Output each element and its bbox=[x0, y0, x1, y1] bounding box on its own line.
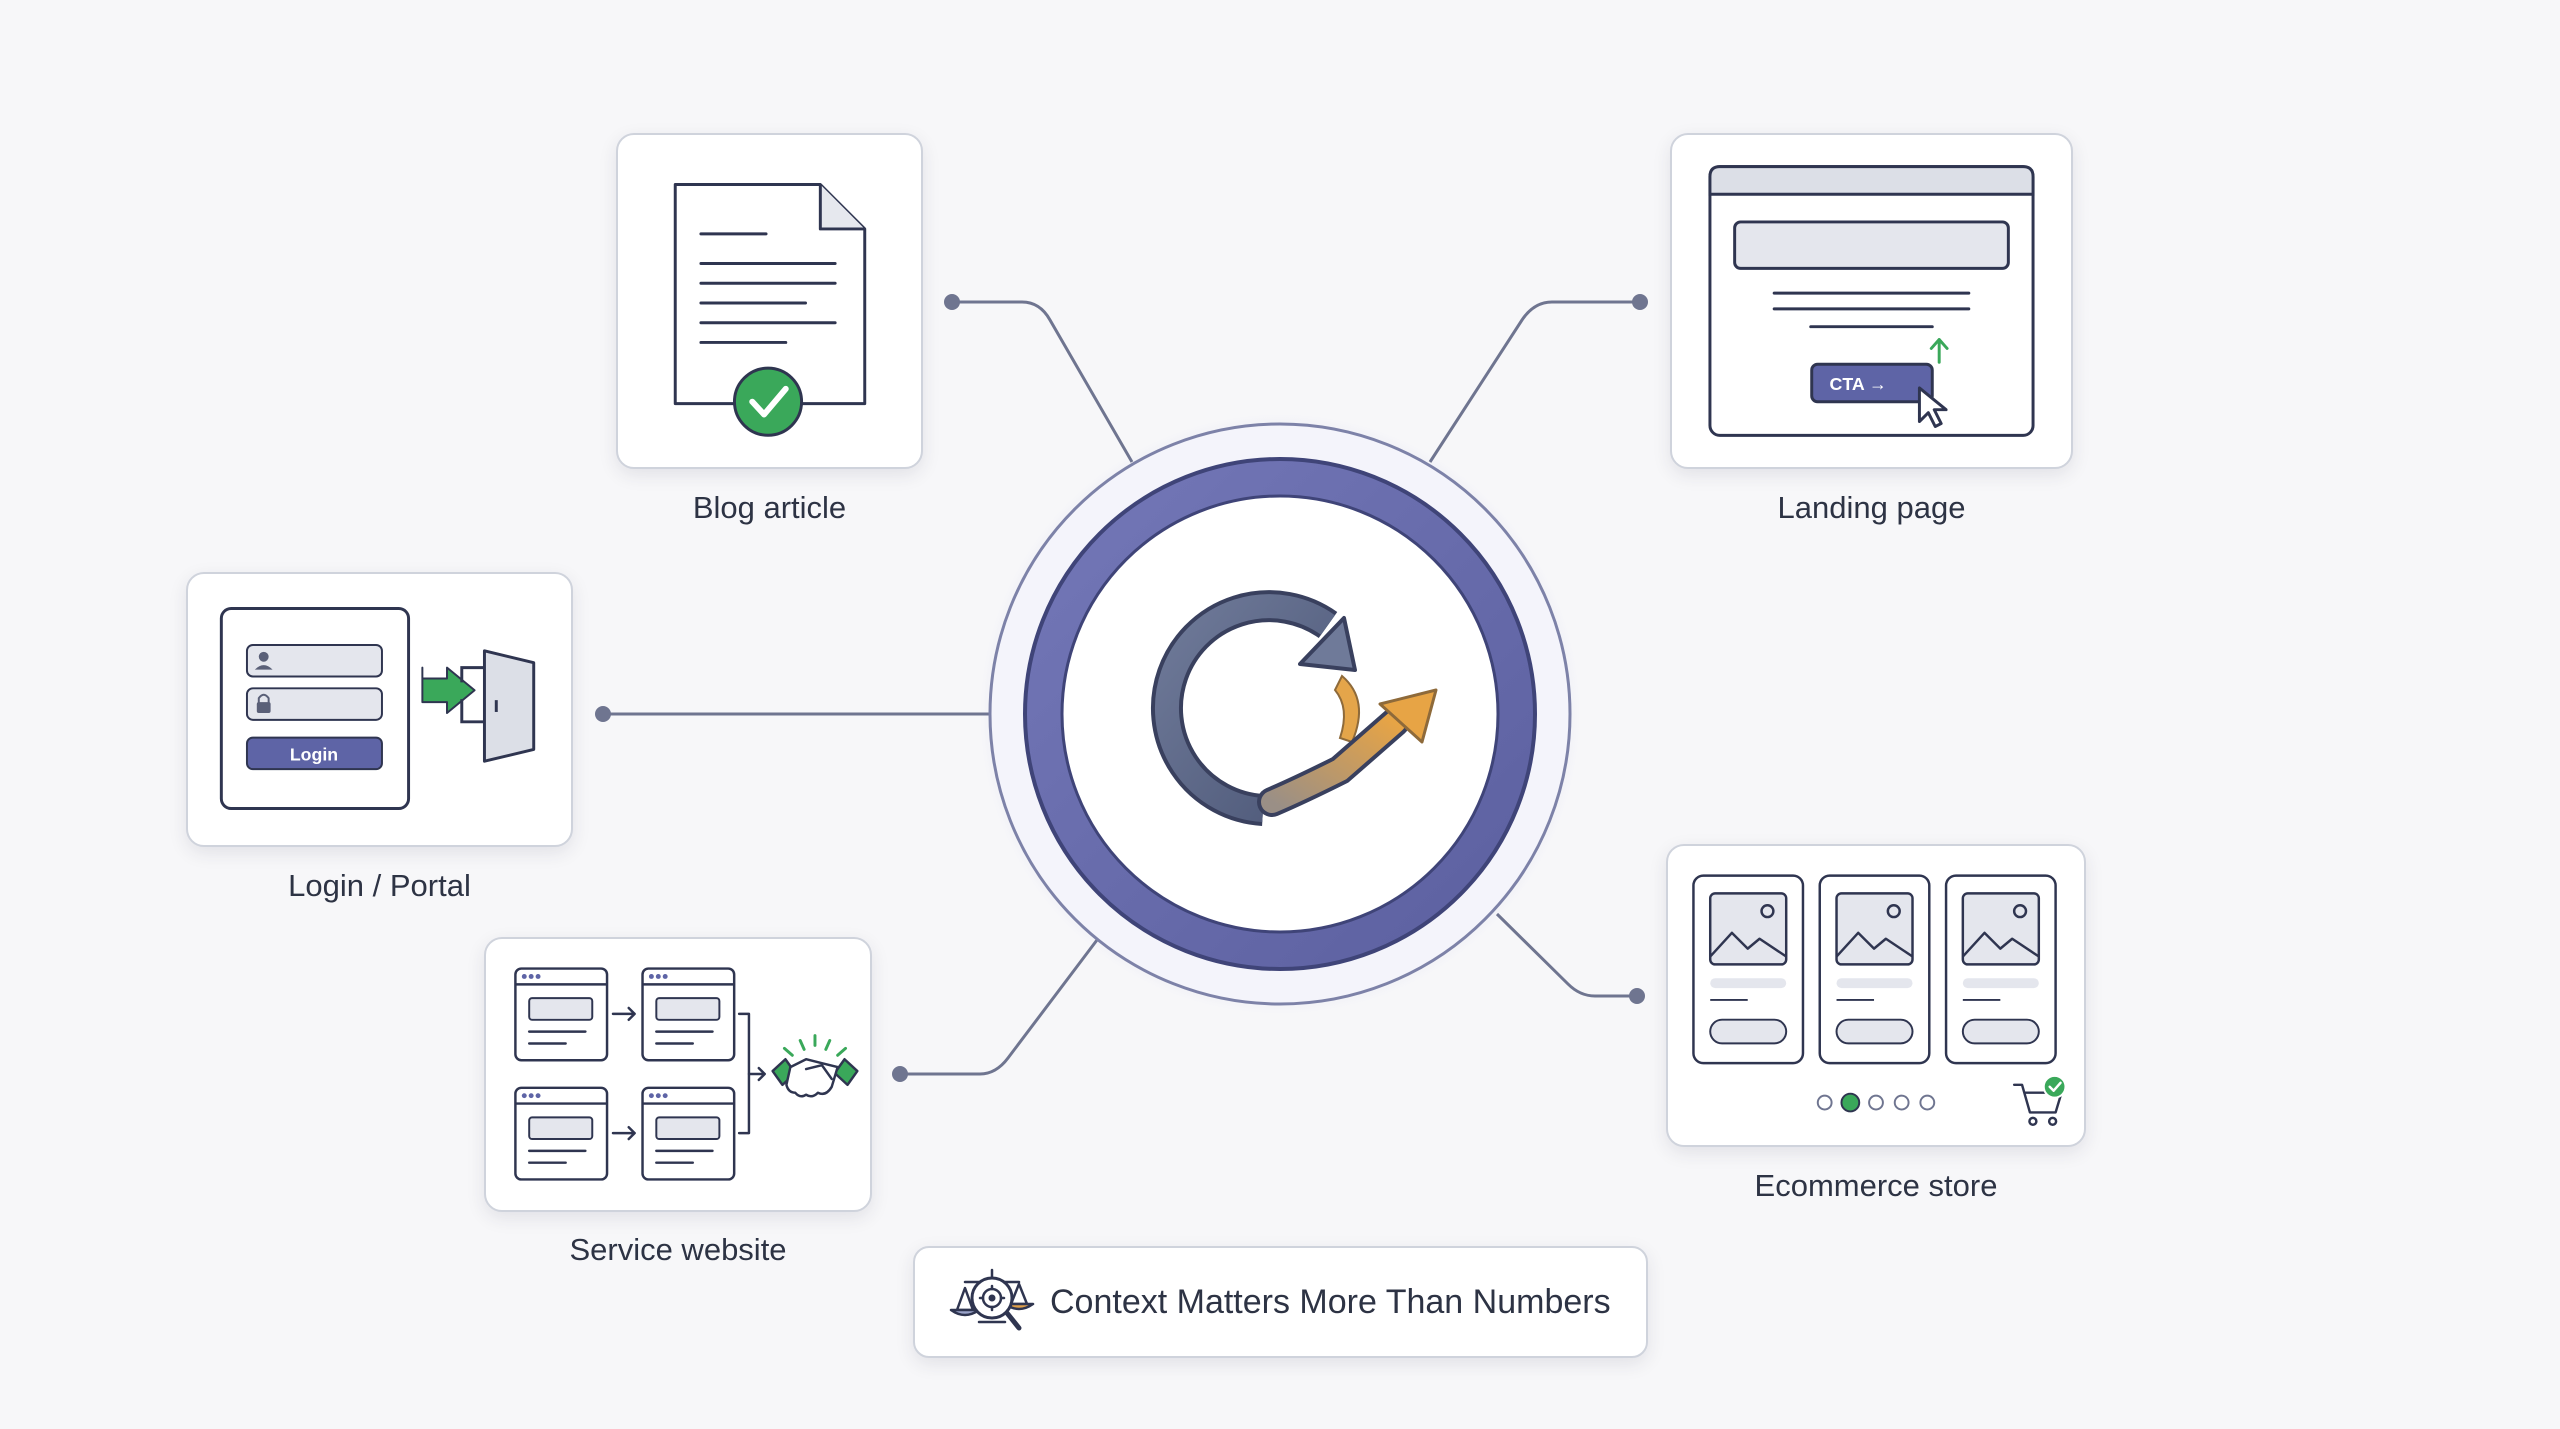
handshake-icon bbox=[771, 1034, 859, 1098]
blog-article-card[interactable] bbox=[616, 133, 923, 469]
workflow-handshake-icon bbox=[514, 967, 859, 1181]
document-check-icon bbox=[673, 183, 867, 437]
ecommerce-store-card[interactable] bbox=[1666, 844, 2086, 1147]
connector-dot-service bbox=[892, 1066, 908, 1082]
connector-ecommerce bbox=[1495, 912, 1637, 998]
landing-page-label: Landing page bbox=[1777, 490, 1966, 525]
caption-text: Context Matters More Than Numbers bbox=[1050, 1283, 1611, 1321]
connector-dot-ecommerce bbox=[1629, 988, 1645, 1004]
connector-service bbox=[900, 939, 1099, 1076]
product-tile-2 bbox=[1818, 874, 1931, 1065]
carousel-dots bbox=[1816, 1092, 1936, 1113]
connector-dot-blog bbox=[944, 294, 960, 310]
cta-button-label: CTA → bbox=[1830, 374, 1887, 394]
product-tile-3 bbox=[1944, 874, 2057, 1065]
service-website-label: Service website bbox=[569, 1232, 787, 1267]
product-grid-cart-icon bbox=[1692, 874, 2067, 1127]
connector-dots bbox=[595, 294, 1648, 1082]
connector-dot-login bbox=[595, 706, 611, 722]
hub bbox=[980, 414, 1580, 1014]
connector-blog bbox=[952, 300, 1134, 463]
caption-box: Context Matters More Than Numbers bbox=[913, 1246, 1648, 1358]
hub-inner-disc bbox=[1060, 494, 1500, 934]
connector-dot-landing bbox=[1632, 294, 1648, 310]
product-tile-1 bbox=[1692, 874, 1805, 1065]
landing-page-card[interactable]: CTA → bbox=[1670, 133, 2073, 469]
ecommerce-store-label: Ecommerce store bbox=[1754, 1168, 1998, 1203]
cycle-growth-arrow-icon bbox=[1151, 590, 1438, 826]
blog-article-label: Blog article bbox=[692, 490, 847, 525]
connector-landing bbox=[1428, 300, 1640, 463]
magnify-gear-scale-icon bbox=[949, 1268, 1035, 1331]
login-button-label: Login bbox=[290, 744, 338, 764]
login-portal-card[interactable]: Login bbox=[186, 572, 573, 847]
connector-lines bbox=[603, 300, 1640, 1076]
landing-page-cta-icon: CTA → bbox=[1708, 165, 2035, 437]
service-website-card[interactable] bbox=[484, 937, 872, 1212]
login-portal-label: Login / Portal bbox=[288, 868, 471, 903]
login-door-icon: Login bbox=[219, 607, 536, 811]
